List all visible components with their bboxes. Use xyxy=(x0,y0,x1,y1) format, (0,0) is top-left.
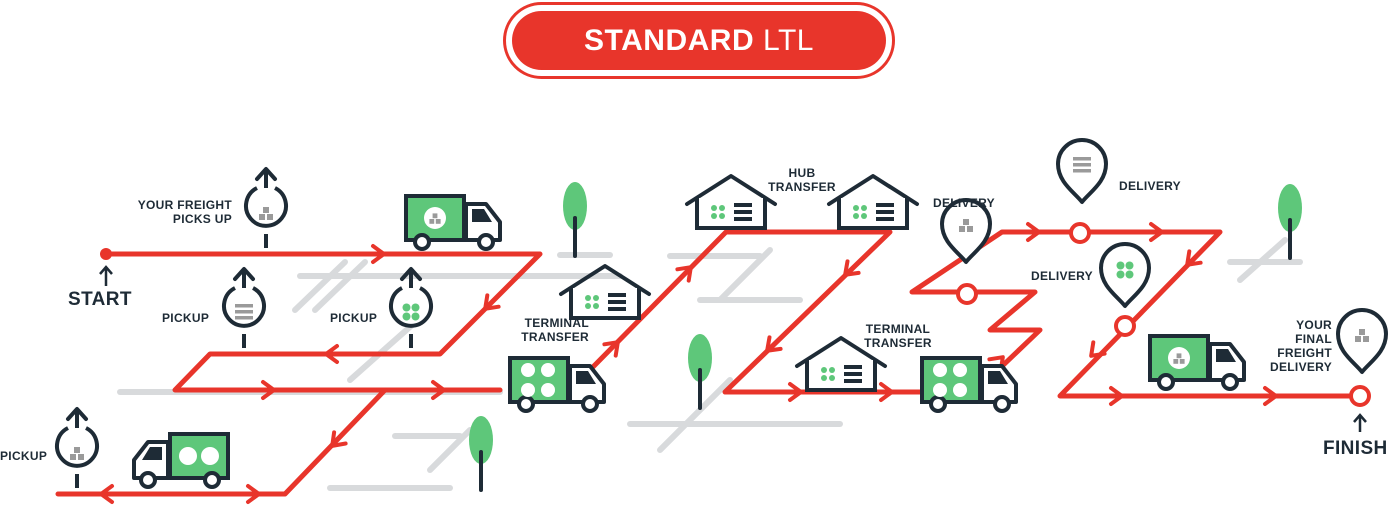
delivery-pin-icon xyxy=(1056,138,1108,204)
title-light: LTL xyxy=(762,23,814,57)
label-hub-transfer: HUB TRANSFER xyxy=(752,166,852,194)
truck-icon xyxy=(920,356,1018,413)
label-pickup: PICKUP xyxy=(162,311,210,325)
truck-icon xyxy=(132,432,230,489)
title-bold: STANDARD xyxy=(584,23,755,57)
label-line: TERMINAL xyxy=(524,316,589,330)
label-terminal-transfer: TERMINAL TRANSFER xyxy=(848,322,948,350)
truck-icon xyxy=(404,194,502,251)
pickup-pin-icon xyxy=(244,167,288,250)
label-line: TRANSFER xyxy=(521,330,589,344)
label-line: TERMINAL xyxy=(865,322,931,336)
label-finish: FINISH xyxy=(1323,438,1388,459)
start-arrow-icon xyxy=(99,265,113,286)
label-line: TRANSFER xyxy=(768,180,836,194)
pickup-pin-icon xyxy=(55,407,99,490)
tree-icon xyxy=(467,414,495,492)
title-badge-fill: STANDARD LTL xyxy=(512,11,886,70)
label-your-freight-picks-up: YOUR FREIGHT PICKS UP xyxy=(118,198,232,226)
label-line: TRANSFER xyxy=(864,336,932,350)
label-delivery: DELIVERY xyxy=(1119,179,1181,193)
title-badge: STANDARD LTL xyxy=(503,2,895,79)
finish-arrow-icon xyxy=(1353,413,1367,432)
label-line: FREIGHT xyxy=(1277,346,1332,360)
delivery-pin-icon xyxy=(1099,242,1151,308)
delivery-pin-icon xyxy=(1336,308,1388,374)
tree-icon xyxy=(561,180,589,258)
label-delivery: DELIVERY xyxy=(933,196,995,210)
label-your-final-freight-delivery: YOUR FINAL FREIGHT DELIVERY xyxy=(1260,318,1332,374)
label-pickup: PICKUP xyxy=(0,449,48,463)
label-delivery: DELIVERY xyxy=(1031,269,1093,283)
delivery-stop-3 xyxy=(1114,315,1136,337)
label-pickup: PICKUP xyxy=(330,311,378,325)
start-dot-icon xyxy=(100,248,112,260)
label-terminal-transfer: TERMINAL TRANSFER xyxy=(494,316,589,344)
label-line: PICKS UP xyxy=(172,212,232,226)
pickup-pin-icon xyxy=(222,267,266,350)
finish-ring-icon xyxy=(1349,385,1371,407)
label-line: YOUR xyxy=(1296,318,1332,332)
label-start: START xyxy=(68,289,132,310)
label-line: FINAL xyxy=(1295,332,1332,346)
freight-route xyxy=(55,229,1363,497)
delivery-stop-1 xyxy=(956,283,978,305)
delivery-stop-2 xyxy=(1069,222,1091,244)
page-title: STANDARD LTL xyxy=(584,24,814,58)
tree-icon xyxy=(686,332,714,410)
label-line: DELIVERY xyxy=(1270,360,1332,374)
label-line: YOUR FREIGHT xyxy=(137,198,232,212)
truck-icon xyxy=(508,356,606,413)
label-line: HUB xyxy=(788,166,816,180)
truck-icon xyxy=(1148,334,1246,391)
